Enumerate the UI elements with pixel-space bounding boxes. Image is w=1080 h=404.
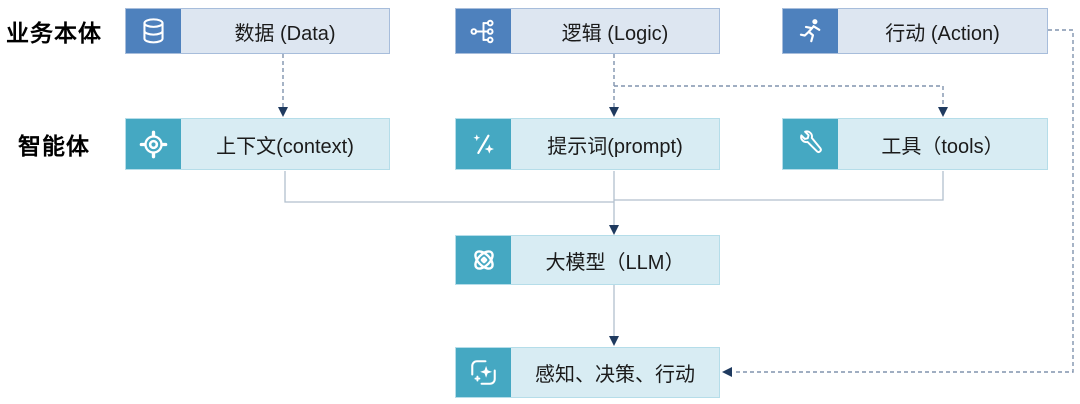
- node-label: 提示词(prompt): [511, 119, 719, 169]
- arrowhead-perceive-top: [609, 336, 619, 346]
- node-context: 上下文(context): [125, 118, 390, 170]
- node-prompt: 提示词(prompt): [455, 118, 720, 170]
- arrowhead-perceive: [722, 367, 732, 377]
- node-data: 数据 (Data): [125, 8, 390, 54]
- wand-icon: [456, 119, 511, 169]
- node-label: 数据 (Data): [181, 9, 389, 53]
- arrowhead-tools: [938, 107, 948, 117]
- atom-icon: [456, 236, 511, 284]
- arrowhead-context: [278, 107, 288, 117]
- node-label: 大模型（LLM）: [511, 236, 719, 284]
- target-icon: [126, 119, 181, 169]
- node-tools: 工具（tools）: [782, 118, 1048, 170]
- runner-icon: [783, 9, 838, 53]
- arrowhead-prompt: [609, 107, 619, 117]
- node-label: 逻辑 (Logic): [511, 9, 719, 53]
- connector-tools-llm: [614, 171, 944, 201]
- node-perceive: 感知、决策、行动: [455, 347, 720, 398]
- node-label: 感知、决策、行动: [511, 348, 719, 397]
- node-action: 行动 (Action): [782, 8, 1048, 54]
- node-label: 行动 (Action): [838, 9, 1047, 53]
- node-logic: 逻辑 (Logic): [455, 8, 720, 54]
- connector-action-perceive: [733, 29, 1074, 373]
- node-llm: 大模型（LLM）: [455, 235, 720, 285]
- connector-logic-tools: [614, 85, 944, 107]
- node-label: 工具（tools）: [838, 119, 1047, 169]
- scan-star-icon: [456, 348, 511, 397]
- database-icon: [126, 9, 181, 53]
- tree-icon: [456, 9, 511, 53]
- connector-context-llm: [284, 171, 614, 203]
- node-label: 上下文(context): [181, 119, 389, 169]
- arrowhead-llm: [609, 225, 619, 235]
- row-label-agent: 智能体: [18, 133, 90, 159]
- wrench-icon: [783, 119, 838, 169]
- row-label-business: 业务本体: [6, 20, 102, 46]
